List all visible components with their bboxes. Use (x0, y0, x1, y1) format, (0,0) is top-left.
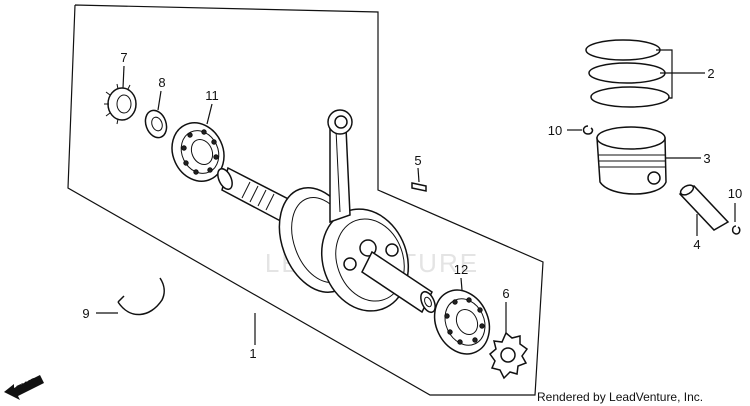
callout-10-left: 10 (548, 123, 562, 138)
callout-labels: 7 8 11 5 12 6 1 9 2 3 4 10 10 (82, 50, 742, 361)
leader-lines (96, 49, 736, 345)
callout-9: 9 (82, 306, 89, 321)
callout-12: 12 (454, 262, 468, 277)
callout-8: 8 (158, 75, 165, 90)
part-9-circlip[interactable] (117, 277, 165, 316)
fwd-indicator: FWD (4, 375, 44, 400)
part-5-key[interactable] (411, 182, 427, 192)
part-4-piston-pin[interactable] (678, 183, 730, 231)
part-10-clip-right[interactable] (731, 225, 741, 235)
callout-5: 5 (414, 153, 421, 168)
callout-7: 7 (120, 50, 127, 65)
part-8-washer[interactable] (142, 107, 170, 140)
part-11-bearing[interactable] (163, 114, 234, 190)
part-7-gear[interactable] (104, 83, 137, 125)
fwd-arrow-icon (4, 375, 44, 400)
part-3-piston[interactable] (596, 126, 667, 195)
fwd-label: FWD (15, 376, 40, 396)
callout-11: 11 (205, 88, 219, 103)
part-1-crankshaft[interactable] (215, 109, 438, 323)
part-2-piston-rings[interactable] (585, 39, 670, 108)
part-10-clip-left[interactable] (582, 125, 594, 135)
part-12-bearing[interactable] (424, 281, 499, 363)
callout-3: 3 (703, 151, 710, 166)
credit-text: Rendered by LeadVenture, Inc. (537, 390, 703, 404)
assembly-frame (67, 4, 544, 396)
callout-6: 6 (502, 286, 509, 301)
part-6-gear[interactable] (488, 331, 529, 380)
callout-4: 4 (693, 237, 700, 252)
callout-1: 1 (249, 346, 256, 361)
callout-2: 2 (707, 66, 714, 81)
callout-10-right: 10 (728, 186, 742, 201)
